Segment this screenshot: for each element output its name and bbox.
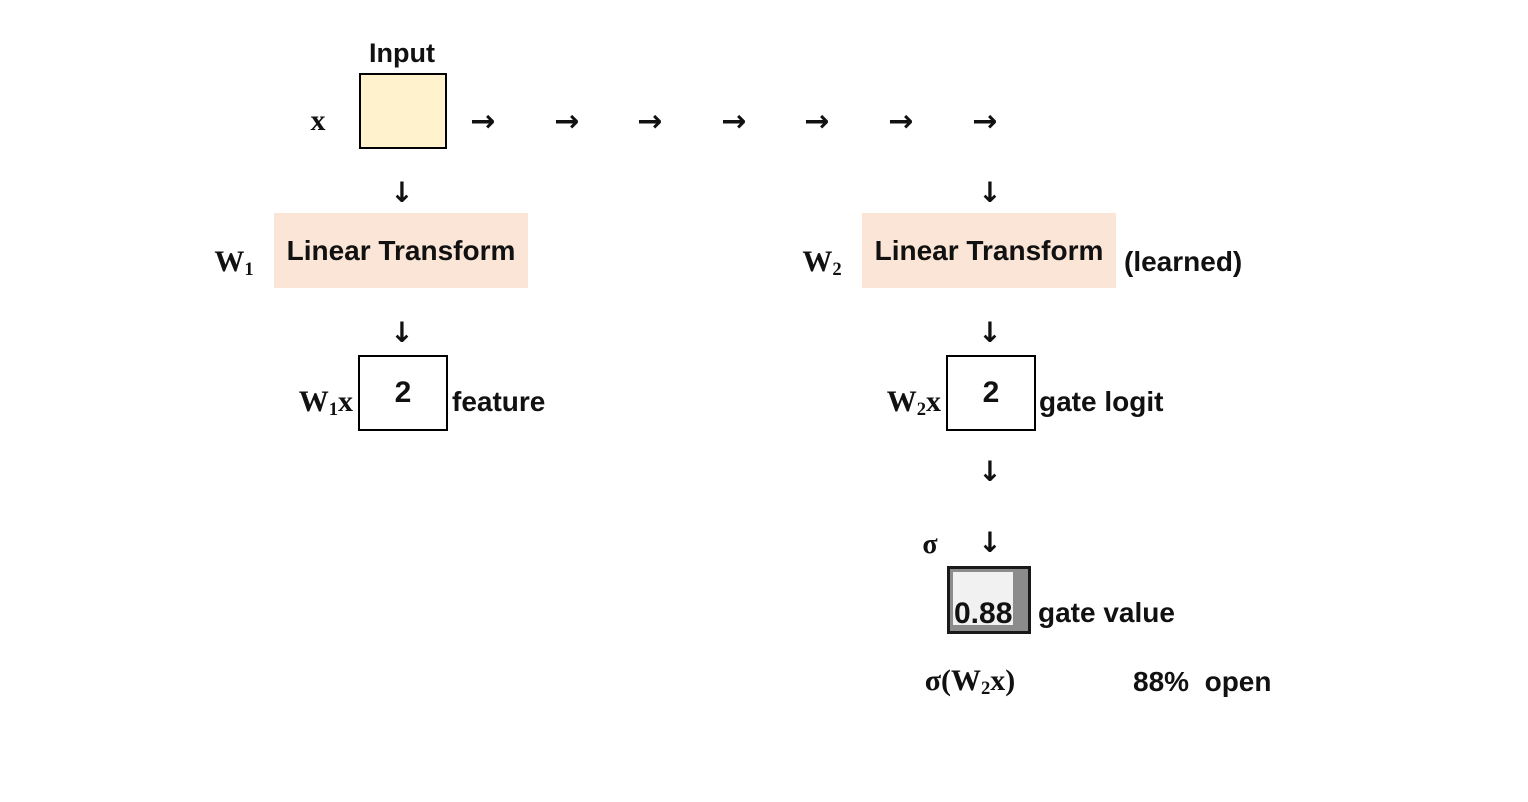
feature-value-box: 2 xyxy=(358,355,448,431)
down-arrow-icon: ↓ xyxy=(978,526,1002,559)
input-title: Input xyxy=(369,38,435,68)
sigma-label: σ xyxy=(922,529,938,560)
input-var-label: x xyxy=(310,104,326,137)
input-box xyxy=(359,73,447,149)
w2-label: W2 xyxy=(792,245,852,281)
w2x-subscript: 2 xyxy=(916,399,926,421)
down-arrow-icon: ↓ xyxy=(978,455,1002,488)
w2-subscript: 2 xyxy=(832,259,842,281)
w1x-base: W xyxy=(298,385,329,418)
w2x-base: W xyxy=(886,385,917,418)
w1x-label: W1x xyxy=(268,385,353,421)
w1x-suffix: x xyxy=(338,385,353,418)
right-arrow-icon: → xyxy=(554,104,580,139)
w1-subscript: 1 xyxy=(244,259,254,281)
down-arrow-icon: ↓ xyxy=(390,176,414,209)
percent-open-label: 88% open xyxy=(1133,666,1272,697)
down-arrow-icon: ↓ xyxy=(390,316,414,349)
w1x-subscript: 1 xyxy=(328,399,338,421)
down-arrow-icon: ↓ xyxy=(978,176,1002,209)
gate-logit-value: 2 xyxy=(982,376,1000,409)
feature-value: 2 xyxy=(394,376,412,409)
left-linear-transform-box: Linear Transform xyxy=(274,213,528,288)
right-arrow-icon: → xyxy=(637,104,663,139)
sigma-formula-label: σ(W2x) xyxy=(900,664,1040,700)
gate-value-box: 0.88 xyxy=(947,566,1031,634)
right-linear-transform-label: Linear Transform xyxy=(874,234,1104,266)
right-arrow-icon: → xyxy=(972,104,998,139)
right-arrow-icon: → xyxy=(888,104,914,139)
w2x-suffix: x xyxy=(926,385,941,418)
down-arrow-icon: ↓ xyxy=(978,316,1002,349)
gate-value: 0.88 xyxy=(954,597,1013,630)
w1-label: W1 xyxy=(204,245,264,281)
gate-open-fill xyxy=(953,572,1013,625)
learned-note: (learned) xyxy=(1124,246,1243,277)
w2-base: W xyxy=(802,245,833,278)
w2x-label: W2x xyxy=(856,385,941,421)
gate-value-caption: gate value xyxy=(1038,597,1175,628)
right-arrow-icon: → xyxy=(470,104,496,139)
gate-logit-caption: gate logit xyxy=(1039,386,1164,417)
gate-logit-value-box: 2 xyxy=(946,355,1036,431)
formula-pre: σ(W xyxy=(924,664,981,697)
w1-base: W xyxy=(214,245,245,278)
formula-post: x) xyxy=(990,664,1016,697)
right-arrow-icon: → xyxy=(721,104,747,139)
formula-subscript: 2 xyxy=(981,678,991,700)
feature-caption: feature xyxy=(452,386,546,417)
left-linear-transform-label: Linear Transform xyxy=(286,234,516,266)
right-arrow-icon: → xyxy=(804,104,830,139)
right-linear-transform-box: Linear Transform xyxy=(862,213,1116,288)
